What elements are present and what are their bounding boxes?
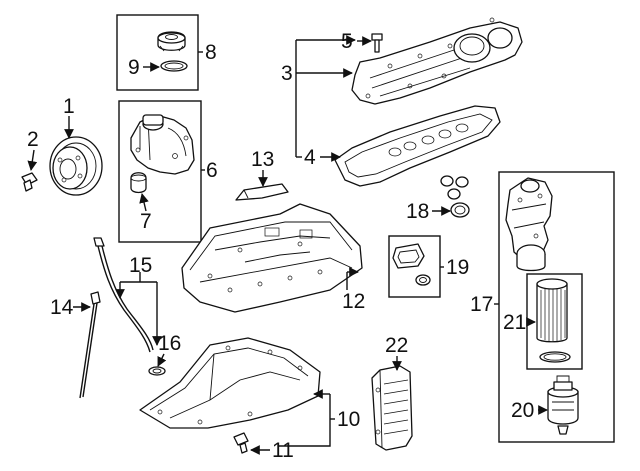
dipstick [79, 291, 101, 399]
callout-12: 12 [342, 290, 365, 313]
callout-9: 9 [128, 56, 140, 79]
sealant-strip [235, 183, 289, 201]
oil-filter-element [536, 278, 568, 343]
callout-4: 4 [304, 146, 316, 169]
callout-1: 1 [63, 95, 75, 118]
callout-19: 19 [446, 256, 469, 279]
oil-cooler [371, 365, 413, 451]
oil-filter-housing [505, 177, 553, 272]
callout-5: 5 [341, 30, 353, 53]
callout-2: 2 [27, 128, 39, 151]
crankshaft-pulley [49, 136, 103, 196]
valve-cover-bolt [371, 33, 383, 53]
oil-filler-cap [157, 31, 186, 52]
callout-10: 10 [337, 408, 360, 431]
leader-lines [27, 35, 548, 455]
callout-3: 3 [281, 62, 293, 85]
dipstick-tube [93, 237, 154, 353]
cover-seal [130, 172, 147, 194]
callout-22: 22 [385, 334, 408, 357]
callout-20: 20 [511, 399, 534, 422]
oil-cap-seal [160, 60, 188, 72]
callout-17: 17 [470, 293, 493, 316]
valve-cover-gasket [334, 105, 501, 187]
callout-7: 7 [140, 210, 152, 233]
callout-13: 13 [251, 148, 274, 171]
callout-8: 8 [205, 41, 217, 64]
callout-15: 15 [129, 254, 152, 277]
pulley-bolt [21, 172, 38, 192]
callout-21: 21 [503, 311, 526, 334]
lower-oil-pan [139, 337, 321, 429]
timing-cover [130, 114, 195, 175]
callout-11: 11 [272, 439, 294, 462]
callout-14: 14 [50, 296, 74, 319]
upper-oil-pan [181, 203, 363, 313]
filter-o-ring [539, 351, 571, 363]
drain-plug [233, 432, 249, 454]
callout-16: 16 [158, 332, 181, 355]
callout-18: 18 [406, 200, 429, 223]
seal-kit [392, 243, 431, 286]
oil-filter-housing-box [498, 171, 615, 443]
valve-cover [351, 17, 523, 105]
timing-cover-box [118, 100, 202, 243]
filter-housing-seals [440, 175, 470, 218]
dipstick-seal [148, 366, 166, 376]
oil-filter-cap [547, 375, 579, 435]
callout-6: 6 [206, 159, 218, 182]
